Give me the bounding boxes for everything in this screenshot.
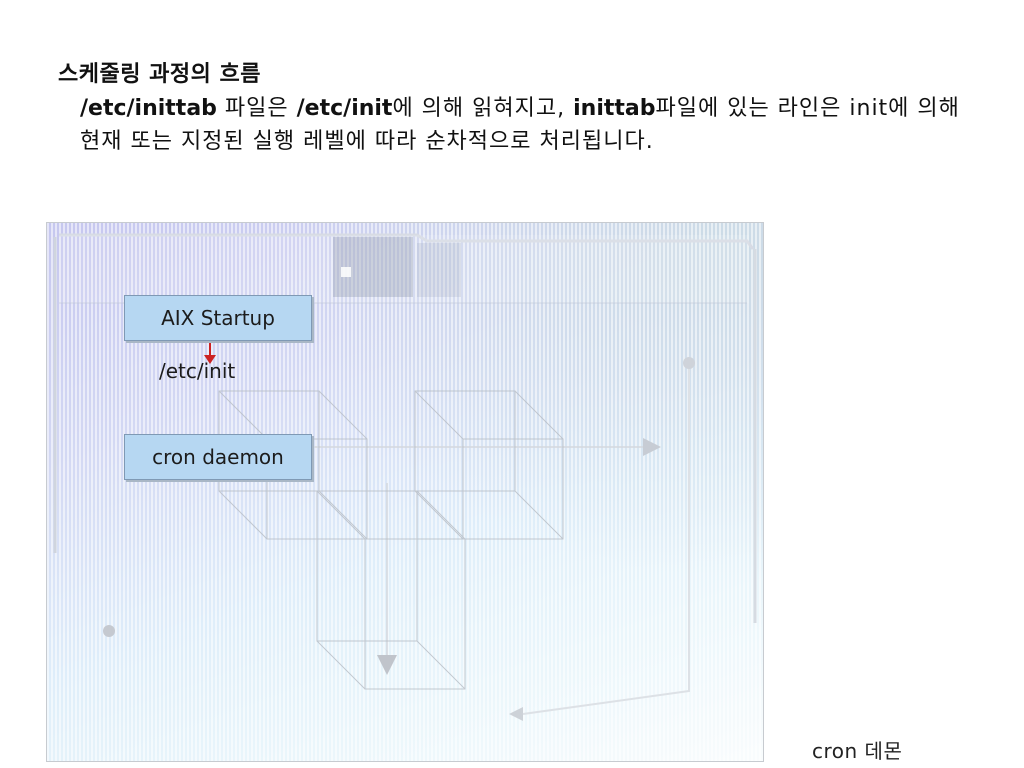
figure-caption: cron 데몬: [812, 739, 903, 763]
etc-init-label: /etc/init: [159, 359, 236, 383]
header-band: [59, 235, 749, 303]
decor-flow-line: [522, 369, 690, 715]
paragraph-term: /etc/init: [296, 96, 393, 121]
paragraph-text: 에 의해 읽혀지고,: [392, 96, 574, 121]
decor-arrow-right: [643, 438, 661, 456]
paragraph-text: 파일에 있는 라인은 init에 의해 현재 또는 지정된 실행 레벨에 따라 …: [80, 96, 960, 154]
top-frame: [59, 233, 755, 250]
decor-dot-right: [683, 357, 695, 369]
decor-dot-left: [103, 625, 115, 637]
diagram-figure: AIX Startup /etc/init cron daemon: [46, 222, 764, 762]
decor-arrow-down: [377, 655, 397, 675]
paragraph-term: /etc/inittab: [80, 96, 217, 121]
cron-daemon-box: cron daemon: [124, 434, 312, 480]
description-paragraph: /etc/inittab 파일은 /etc/init에 의해 읽혀지고, ini…: [80, 92, 970, 158]
paragraph-term: inittab: [573, 96, 656, 121]
paragraph-text: 파일은: [216, 96, 297, 121]
header-white-dot: [341, 267, 351, 277]
startup-to-init-arrow-head: [204, 355, 216, 364]
aix-startup-box: AIX Startup: [124, 295, 312, 341]
header-dark-panel-2: [417, 243, 461, 297]
slide-title: 스케줄링 과정의 흐름: [58, 62, 261, 87]
decor-arrow-left: [509, 707, 523, 721]
diagram-background-art: [53, 233, 757, 721]
